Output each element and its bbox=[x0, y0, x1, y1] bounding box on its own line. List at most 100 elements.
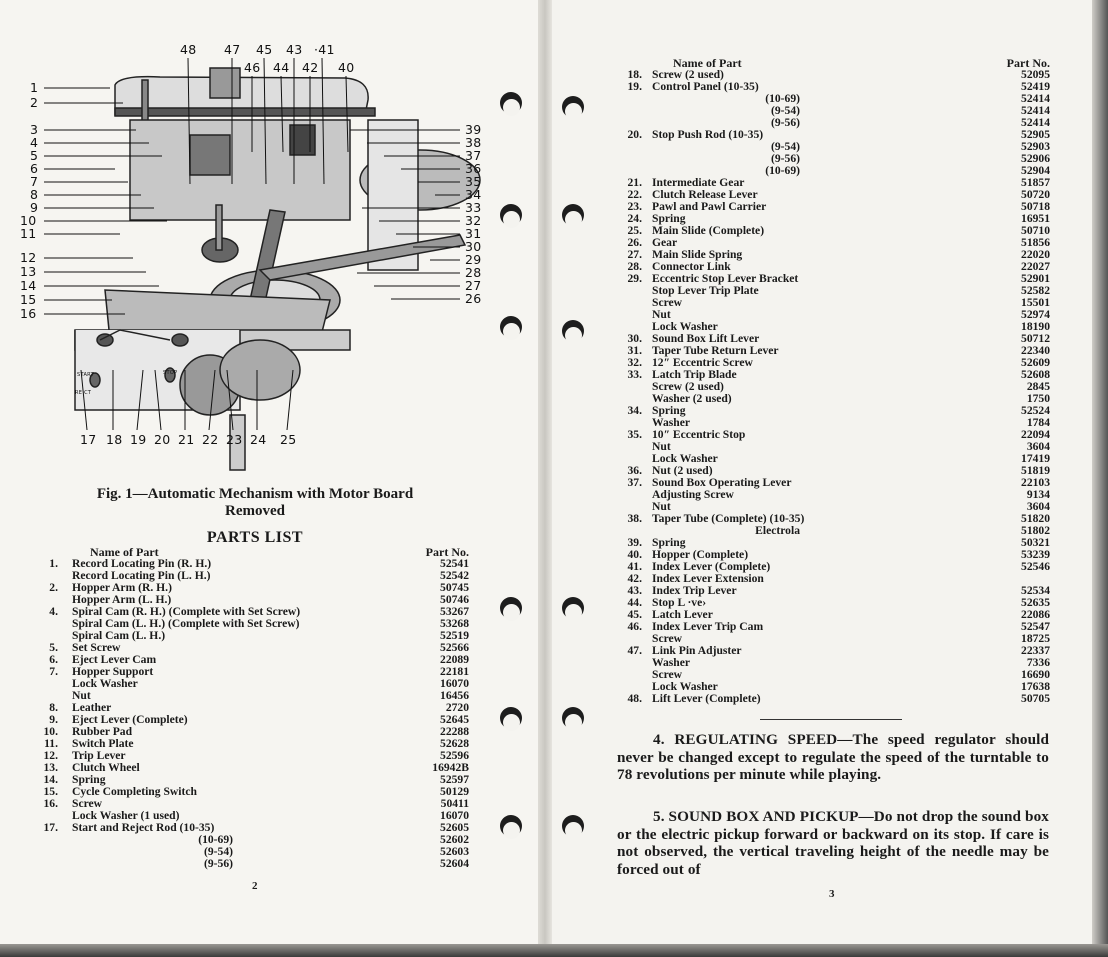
part-number: 52519 bbox=[440, 629, 469, 642]
callout-label: 16 bbox=[20, 306, 37, 321]
item-number: 7. bbox=[49, 665, 58, 678]
part-name: Eccentric Stop Lever Bracket bbox=[652, 272, 799, 285]
part-name: Connector Link bbox=[652, 260, 731, 273]
part-name: Index Trip Lever bbox=[652, 584, 737, 597]
part-number: 52566 bbox=[440, 641, 469, 654]
book-gutter bbox=[538, 0, 552, 957]
part-number: 51857 bbox=[1021, 176, 1050, 189]
callout-label: 31 bbox=[465, 226, 482, 241]
part-number: 52603 bbox=[440, 845, 469, 858]
part-number: 51856 bbox=[1021, 236, 1050, 249]
callout-label: 30 bbox=[465, 239, 482, 254]
part-name: Washer (2 used) bbox=[652, 392, 732, 405]
callout-label: 39 bbox=[465, 122, 482, 137]
part-name: Leather bbox=[72, 701, 112, 714]
part-name: Lock Washer bbox=[652, 320, 718, 333]
item-number: 13. bbox=[43, 761, 59, 774]
callout-label: 26 bbox=[465, 291, 482, 306]
part-number: 22288 bbox=[440, 725, 469, 738]
part-name: Intermediate Gear bbox=[652, 176, 745, 189]
part-name: Pawl and Pawl Carrier bbox=[652, 200, 767, 213]
part-name: Lock Washer bbox=[652, 452, 718, 465]
part-number: 51820 bbox=[1021, 512, 1050, 525]
part-name: Screw bbox=[72, 797, 103, 810]
parts-list-row: (9-54)52414 bbox=[612, 105, 1050, 117]
part-number: 52095 bbox=[1021, 68, 1050, 81]
item-number: 12. bbox=[43, 749, 59, 762]
part-name: Gear bbox=[652, 236, 678, 249]
binder-hole bbox=[500, 92, 522, 116]
parts-list-row: Spiral Cam (L. H.)52519 bbox=[40, 630, 469, 642]
binder-hole bbox=[562, 707, 584, 731]
part-variant: (9-56) bbox=[771, 152, 800, 165]
part-number: 52534 bbox=[1021, 584, 1050, 597]
callout-label: 42 bbox=[302, 60, 319, 75]
parts-list-row: Washer (2 used)1750 bbox=[612, 393, 1050, 405]
item-number: 4. bbox=[49, 605, 58, 618]
part-number: 52547 bbox=[1021, 620, 1050, 633]
part-number: 52604 bbox=[440, 857, 469, 870]
parts-list-row: (9-56)52604 bbox=[40, 858, 469, 870]
column-header-name: Name of Part bbox=[673, 56, 742, 70]
parts-list-row: 36.Nut (2 used)51819 bbox=[612, 464, 1051, 477]
callout-label: 23 bbox=[226, 432, 243, 447]
part-number: 2720 bbox=[445, 701, 469, 714]
part-variant: (10-69) bbox=[765, 92, 800, 105]
item-number: 34. bbox=[627, 404, 643, 417]
callout-label: 38 bbox=[465, 135, 482, 150]
item-number: 21. bbox=[627, 176, 643, 189]
part-name: Lock Washer bbox=[652, 680, 718, 693]
parts-list-row: 25.Main Slide (Complete)50710 bbox=[612, 225, 1051, 237]
part-name: Latch Lever bbox=[652, 608, 713, 621]
part-number: 53239 bbox=[1021, 548, 1050, 561]
leader-line bbox=[80, 369, 88, 431]
item-number: 31. bbox=[627, 344, 643, 357]
part-number: 52546 bbox=[1021, 560, 1050, 573]
part-number: 50712 bbox=[1021, 332, 1050, 345]
part-number: 22340 bbox=[1021, 344, 1050, 357]
column-header-name: Name of Part bbox=[90, 545, 159, 559]
part-number: 18190 bbox=[1021, 320, 1050, 333]
item-number: 27. bbox=[627, 248, 643, 261]
part-number: 51819 bbox=[1021, 464, 1050, 477]
binder-hole bbox=[500, 597, 522, 621]
part-name: Link Pin Adjuster bbox=[652, 644, 742, 657]
part-name: Spiral Cam (L. H.) (Complete with Set Sc… bbox=[72, 617, 300, 630]
item-number: 39. bbox=[627, 536, 643, 549]
item-number: 15. bbox=[43, 785, 59, 798]
binder-hole bbox=[562, 320, 584, 344]
part-name: Spring bbox=[652, 404, 686, 417]
column-header-part: Part No. bbox=[1006, 56, 1050, 70]
part-name: Screw (2 used) bbox=[652, 380, 724, 393]
part-name: Spring bbox=[652, 536, 686, 549]
parts-list-row: 9.Eject Lever (Complete)52645 bbox=[40, 714, 469, 726]
part-number: 16942B bbox=[432, 761, 469, 774]
callout-label: 25 bbox=[280, 432, 297, 447]
item-number: 36. bbox=[627, 464, 643, 477]
item-number: 18. bbox=[627, 68, 643, 81]
binder-hole bbox=[500, 707, 522, 731]
leader-line bbox=[208, 369, 216, 431]
item-number: 45. bbox=[627, 608, 643, 621]
paragraph-regulating-speed: 4. REGULATING SPEED—The speed regulator … bbox=[617, 731, 1049, 783]
part-number: 16690 bbox=[1021, 668, 1050, 681]
part-number: 52645 bbox=[440, 713, 469, 726]
callout-label: 28 bbox=[465, 265, 482, 280]
item-number: 30. bbox=[627, 332, 643, 345]
part-number: 22181 bbox=[440, 665, 469, 678]
